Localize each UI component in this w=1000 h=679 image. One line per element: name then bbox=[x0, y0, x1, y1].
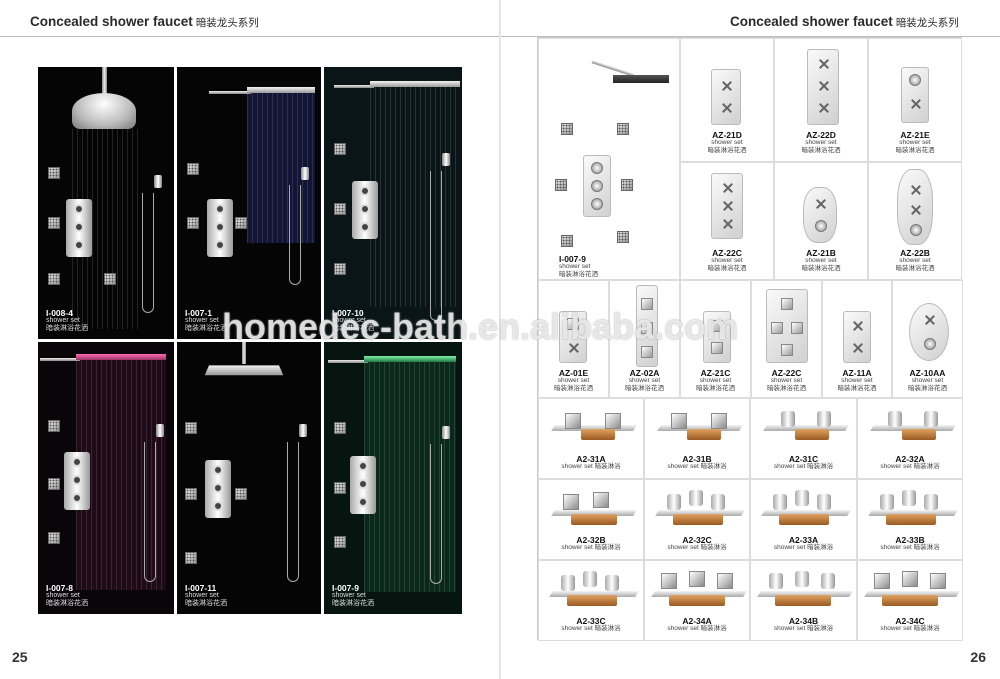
watermark: homedec-bath.en.alibaba.com bbox=[222, 306, 739, 347]
photo-caption: I-007-9 shower set 暗装淋浴花洒 bbox=[332, 583, 374, 607]
header-title-cn: 暗装龙头系列 bbox=[195, 17, 259, 29]
photo-caption: I-007-1 shower set 暗装淋浴花洒 bbox=[185, 308, 227, 332]
product-photo: I-007-8 shower set 暗装淋浴花洒 bbox=[38, 342, 174, 614]
product-photo: I-007-11 shower set 暗装淋浴花洒 bbox=[177, 342, 321, 614]
square-shower-head bbox=[247, 87, 315, 93]
product-photo: I-007-9 shower set 暗装淋浴花洒 bbox=[324, 342, 462, 614]
book-spine bbox=[499, 0, 501, 679]
header-title: Concealed shower faucet bbox=[730, 14, 893, 29]
rain-shower-head bbox=[72, 93, 136, 129]
photo-caption: I-007-11 shower set 暗装淋浴花洒 bbox=[185, 583, 227, 607]
square-shower-head bbox=[364, 356, 456, 362]
product-photo: I-008-4 shower set 暗装淋浴花洒 bbox=[38, 67, 174, 339]
square-shower-head bbox=[370, 81, 460, 87]
header-rule bbox=[0, 36, 499, 37]
square-shower-head bbox=[76, 354, 166, 360]
page-number: 25 bbox=[12, 649, 28, 665]
photo-caption: I-008-4 shower set 暗装淋浴花洒 bbox=[46, 308, 88, 332]
product-photo: I-007-1 shower set 暗装淋浴花洒 bbox=[177, 67, 321, 339]
header-title-cn: 暗装龙头系列 bbox=[895, 17, 959, 29]
page-number: 26 bbox=[970, 649, 986, 665]
header-title: Concealed shower faucet bbox=[30, 14, 193, 29]
photo-caption: I-007-8 shower set 暗装淋浴花洒 bbox=[46, 583, 88, 607]
header-rule bbox=[501, 36, 1000, 37]
photo-caption: I-007-10 shower set 暗装淋浴花洒 bbox=[332, 308, 374, 332]
product-cell: I-007-9 shower set 暗装淋浴花洒 bbox=[538, 38, 680, 280]
square-shower-head bbox=[204, 365, 284, 376]
product-caption: I-007-9 shower set 暗装淋浴花洒 bbox=[559, 254, 598, 278]
product-photo: I-007-10 shower set 暗装淋浴花洒 bbox=[324, 67, 462, 339]
